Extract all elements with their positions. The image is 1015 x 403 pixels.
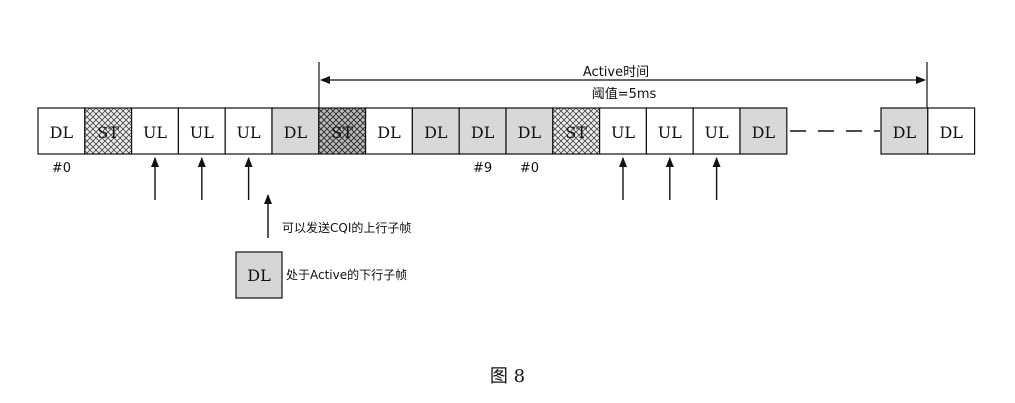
subframe-dl-active: DL: [739, 107, 788, 155]
subframe-box: [37, 107, 86, 155]
subframe-box: [645, 107, 694, 155]
subframe-dl-active: DL: [271, 107, 320, 155]
subframe-ul: UL: [224, 107, 273, 155]
subframe-box: [271, 107, 320, 155]
subframe-dl-active: DL: [880, 107, 929, 155]
subframe-label: ST: [331, 123, 353, 142]
subframe-dl-active: DL: [505, 107, 554, 155]
subframe-label: DL: [471, 123, 495, 142]
legend-box-label: DL: [247, 266, 271, 285]
subframe-box: [739, 107, 788, 155]
subframe-row-main: DL ST UL UL UL DL ST DL DL DL DL ST UL UL UL DL: [37, 107, 788, 155]
subframe-ul: UL: [131, 107, 180, 155]
frame-index-labels: #0 #9 #0: [52, 161, 539, 176]
legend: 可以发送CQI的上行子帧 DL 处于Active的下行子帧: [235, 194, 411, 299]
subframe-label: DL: [50, 123, 74, 142]
legend-box: [235, 251, 283, 299]
subframe-box: [458, 107, 507, 155]
subframe-box: [177, 107, 226, 155]
subframe-label: DL: [752, 123, 776, 142]
subframe-dl: DL: [365, 107, 414, 155]
subframe-label: UL: [611, 123, 635, 142]
frame-index-label: #9: [473, 161, 492, 176]
frame-index-label: #0: [520, 161, 539, 176]
figure-caption: 图 8: [489, 366, 526, 387]
legend-arrow-text: 可以发送CQI的上行子帧: [282, 220, 411, 235]
subframe-box: [598, 107, 647, 155]
subframe-box: [552, 107, 601, 155]
subframe-box: [692, 107, 741, 155]
subframe-st-active: ST: [318, 107, 367, 155]
subframe-dl: DL: [927, 107, 976, 155]
cqi-uplink-arrows: [151, 157, 721, 200]
subframe-label: DL: [284, 123, 308, 142]
subframe-box: [880, 107, 929, 155]
subframe-box: [131, 107, 180, 155]
subframe-ul: UL: [177, 107, 226, 155]
subframe-box: [224, 107, 273, 155]
subframe-label: UL: [190, 123, 214, 142]
active-time-label: Active时间: [583, 65, 649, 80]
subframe-label: DL: [518, 123, 542, 142]
subframe-box: [505, 107, 554, 155]
subframe-box: [927, 107, 976, 155]
subframe-label: UL: [705, 123, 729, 142]
subframe-box: [411, 107, 460, 155]
subframe-dl: DL: [37, 107, 86, 155]
subframe-st: ST: [84, 107, 133, 155]
subframe-dl-active: DL: [458, 107, 507, 155]
subframe-label: UL: [658, 123, 682, 142]
subframe-st: ST: [552, 107, 601, 155]
subframe-label: UL: [143, 123, 167, 142]
frame-index-label: #0: [52, 161, 71, 176]
subframe-label: DL: [939, 123, 963, 142]
subframe-ul: UL: [692, 107, 741, 155]
subframe-label: ST: [97, 123, 119, 142]
subframe-row-tail: DL DL: [880, 107, 976, 155]
legend-box-text: 处于Active的下行子帧: [286, 267, 407, 282]
subframe-ul: UL: [645, 107, 694, 155]
subframe-ul: UL: [598, 107, 647, 155]
threshold-label: 阈值=5ms: [592, 86, 657, 102]
subframe-label: ST: [565, 123, 587, 142]
subframe-label: DL: [377, 123, 401, 142]
active-period-bracket: Active时间 阈值=5ms: [318, 62, 928, 108]
subframe-label: DL: [893, 123, 917, 142]
subframe-dl-active: DL: [411, 107, 460, 155]
subframe-box: [84, 107, 133, 155]
subframe-label: UL: [237, 123, 261, 142]
subframe-box: [365, 107, 414, 155]
subframe-label: DL: [424, 123, 448, 142]
